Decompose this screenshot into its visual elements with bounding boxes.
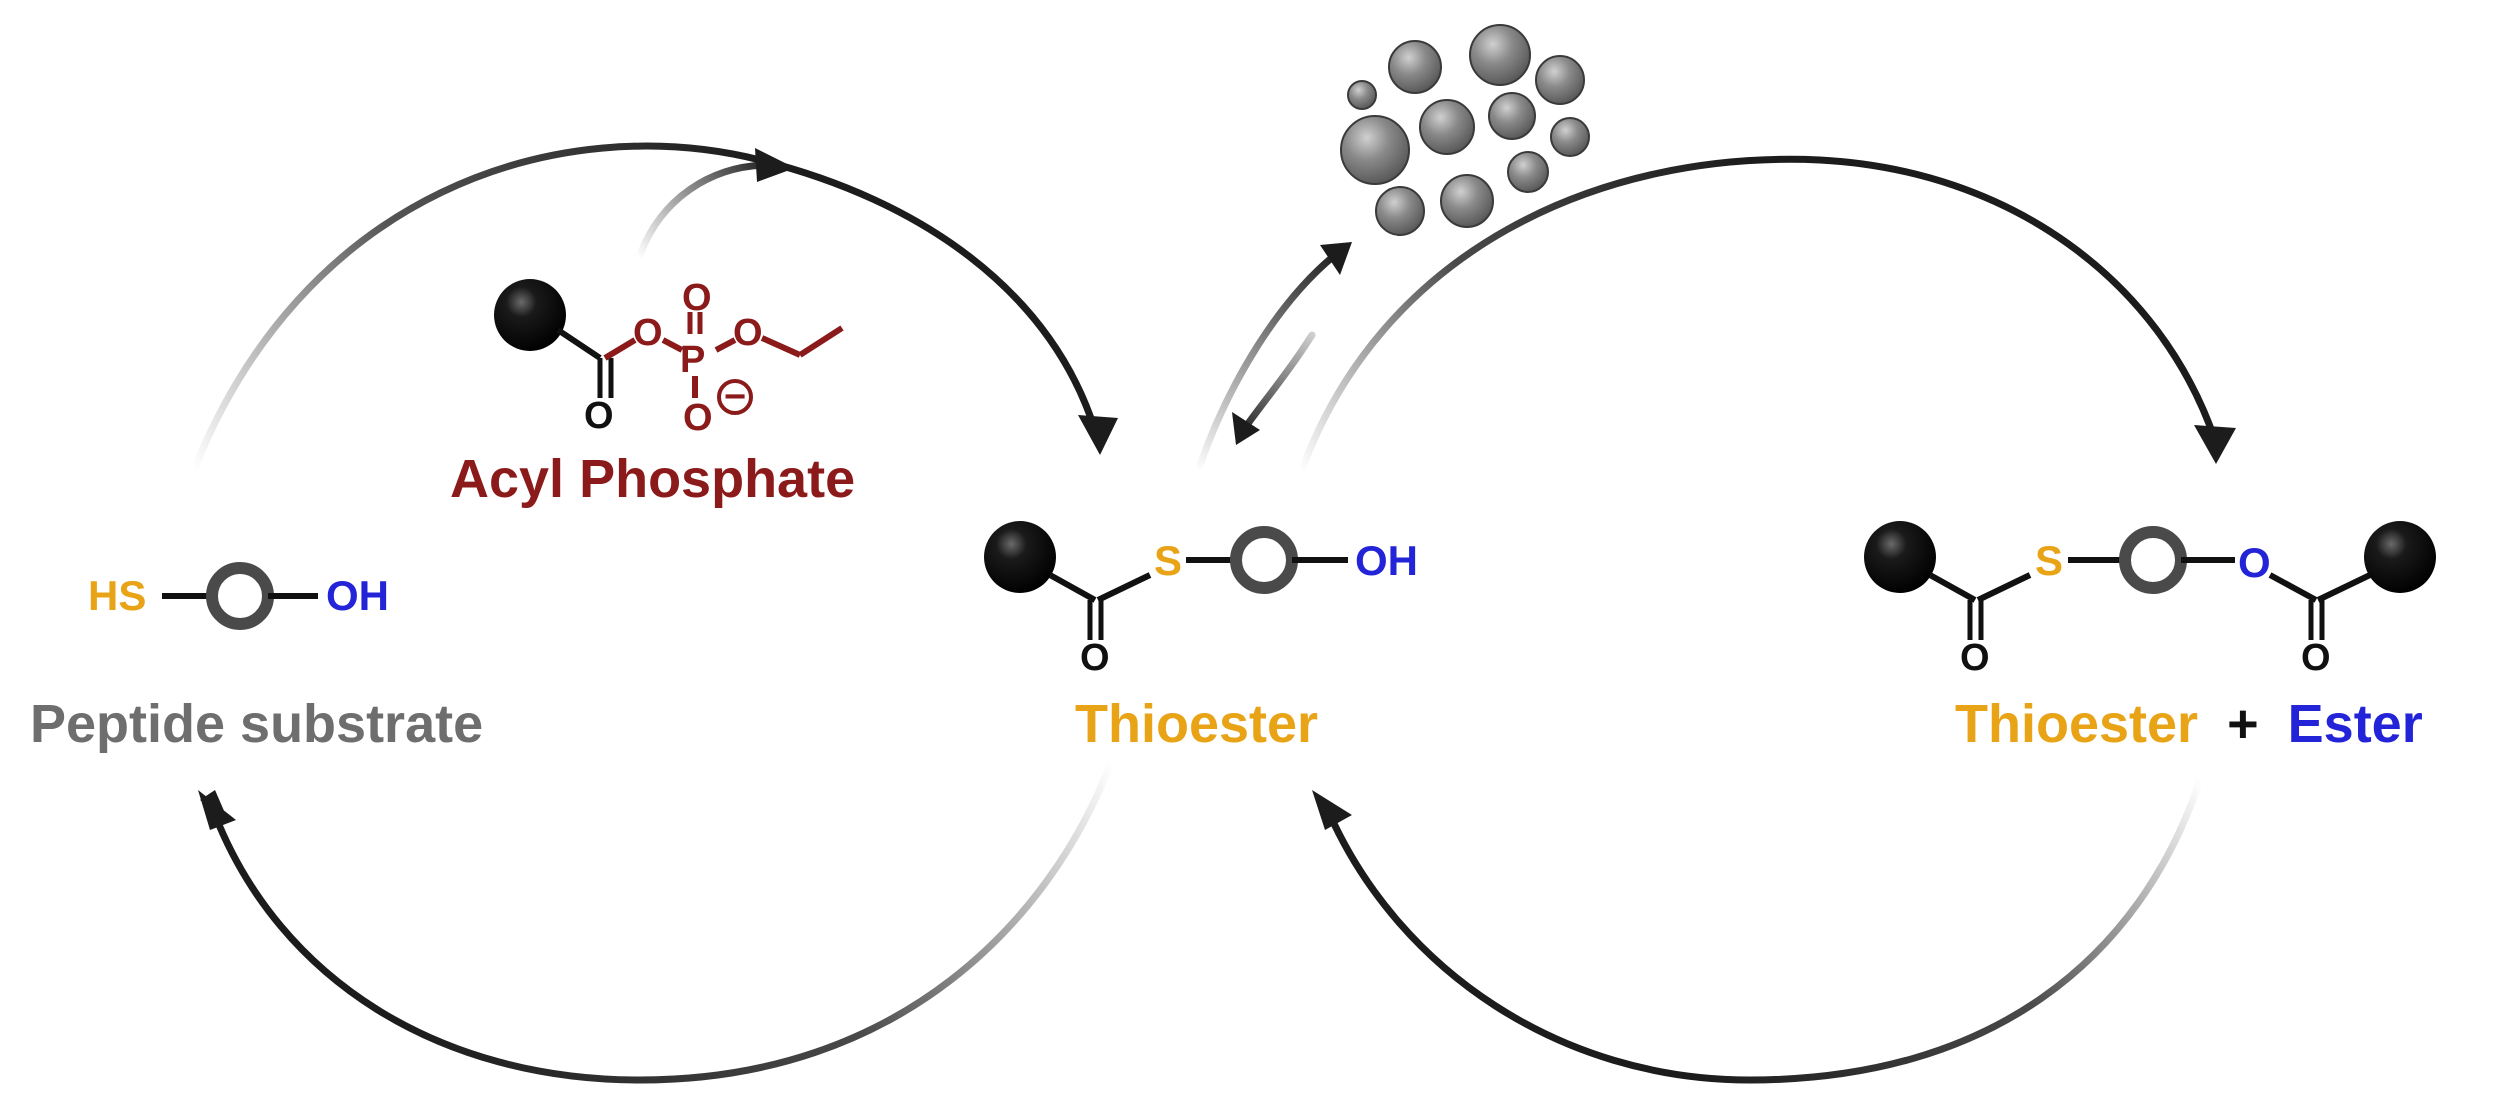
sulfur-atom: S (2035, 537, 2063, 584)
arrow-equilibrium-down-head (1232, 412, 1260, 445)
sulfur-atom: S (1154, 537, 1182, 584)
peptide-ring (1230, 526, 1298, 594)
phosphorus-atom: P (680, 339, 705, 381)
arrow-reagent-hook-head (755, 148, 795, 182)
arrow-esterification-head (2194, 425, 2236, 464)
svg-text:O: O (2301, 637, 2331, 679)
svg-text:−: − (724, 376, 746, 418)
product-label: Thioester + Ester (1955, 694, 2423, 754)
thiol-group: HS (88, 572, 146, 619)
cycle-arrows (186, 142, 2236, 1084)
arrow-reagent-hook (636, 161, 774, 259)
acyl-ball (984, 521, 1056, 593)
svg-text:O: O (683, 397, 713, 439)
plus-sign: + (2227, 694, 2259, 754)
arrow-return-right-head (1312, 790, 1352, 830)
svg-text:O: O (633, 312, 663, 354)
peptide-substrate-label: Peptide substrate (30, 694, 483, 754)
arrow-esterification (1296, 155, 2219, 479)
negative-charge (717, 379, 753, 415)
hydroxyl-group: OH (1355, 537, 1418, 584)
svg-text:O: O (1960, 637, 1990, 679)
arrow-equilibrium-up (1196, 251, 1339, 469)
svg-text:O: O (1080, 637, 1110, 679)
hydroxyl-group: OH (326, 572, 389, 619)
peptide-substrate: HS OH Peptide substrate (30, 562, 483, 754)
thioester-label: Thioester (1955, 694, 2198, 754)
arrow-equilibrium-down (1243, 331, 1316, 429)
svg-text:O: O (584, 395, 614, 437)
aggregate-particles (1340, 24, 1590, 236)
thioester-ester-product: O S O O Thioester + Ester (1864, 521, 2436, 754)
thioester-label: Thioester (1075, 694, 1318, 754)
arrow-return-right (1326, 776, 2204, 1084)
acyl-ball (1864, 521, 1936, 593)
peptide-ring (2119, 526, 2187, 594)
ester-oxygen: O (2238, 539, 2271, 586)
arrow-acylation-head (1078, 415, 1118, 455)
svg-text:O: O (682, 277, 712, 319)
acyl-phosphate: O O P O O − O Acyl Phosphate (450, 277, 855, 509)
ester-label: Ester (2288, 694, 2423, 754)
svg-text:O: O (733, 312, 763, 354)
acyl-ball (494, 279, 566, 351)
acyl-ball (2364, 521, 2436, 593)
arrow-return-left (211, 761, 1114, 1084)
thioester-intermediate: O S OH Thioester (984, 521, 1418, 754)
arrow-acylation (186, 142, 1099, 484)
acyl-phosphate-label: Acyl Phosphate (450, 449, 855, 509)
peptide-ring (206, 562, 274, 630)
arrow-equilibrium-up-head (1320, 242, 1352, 275)
